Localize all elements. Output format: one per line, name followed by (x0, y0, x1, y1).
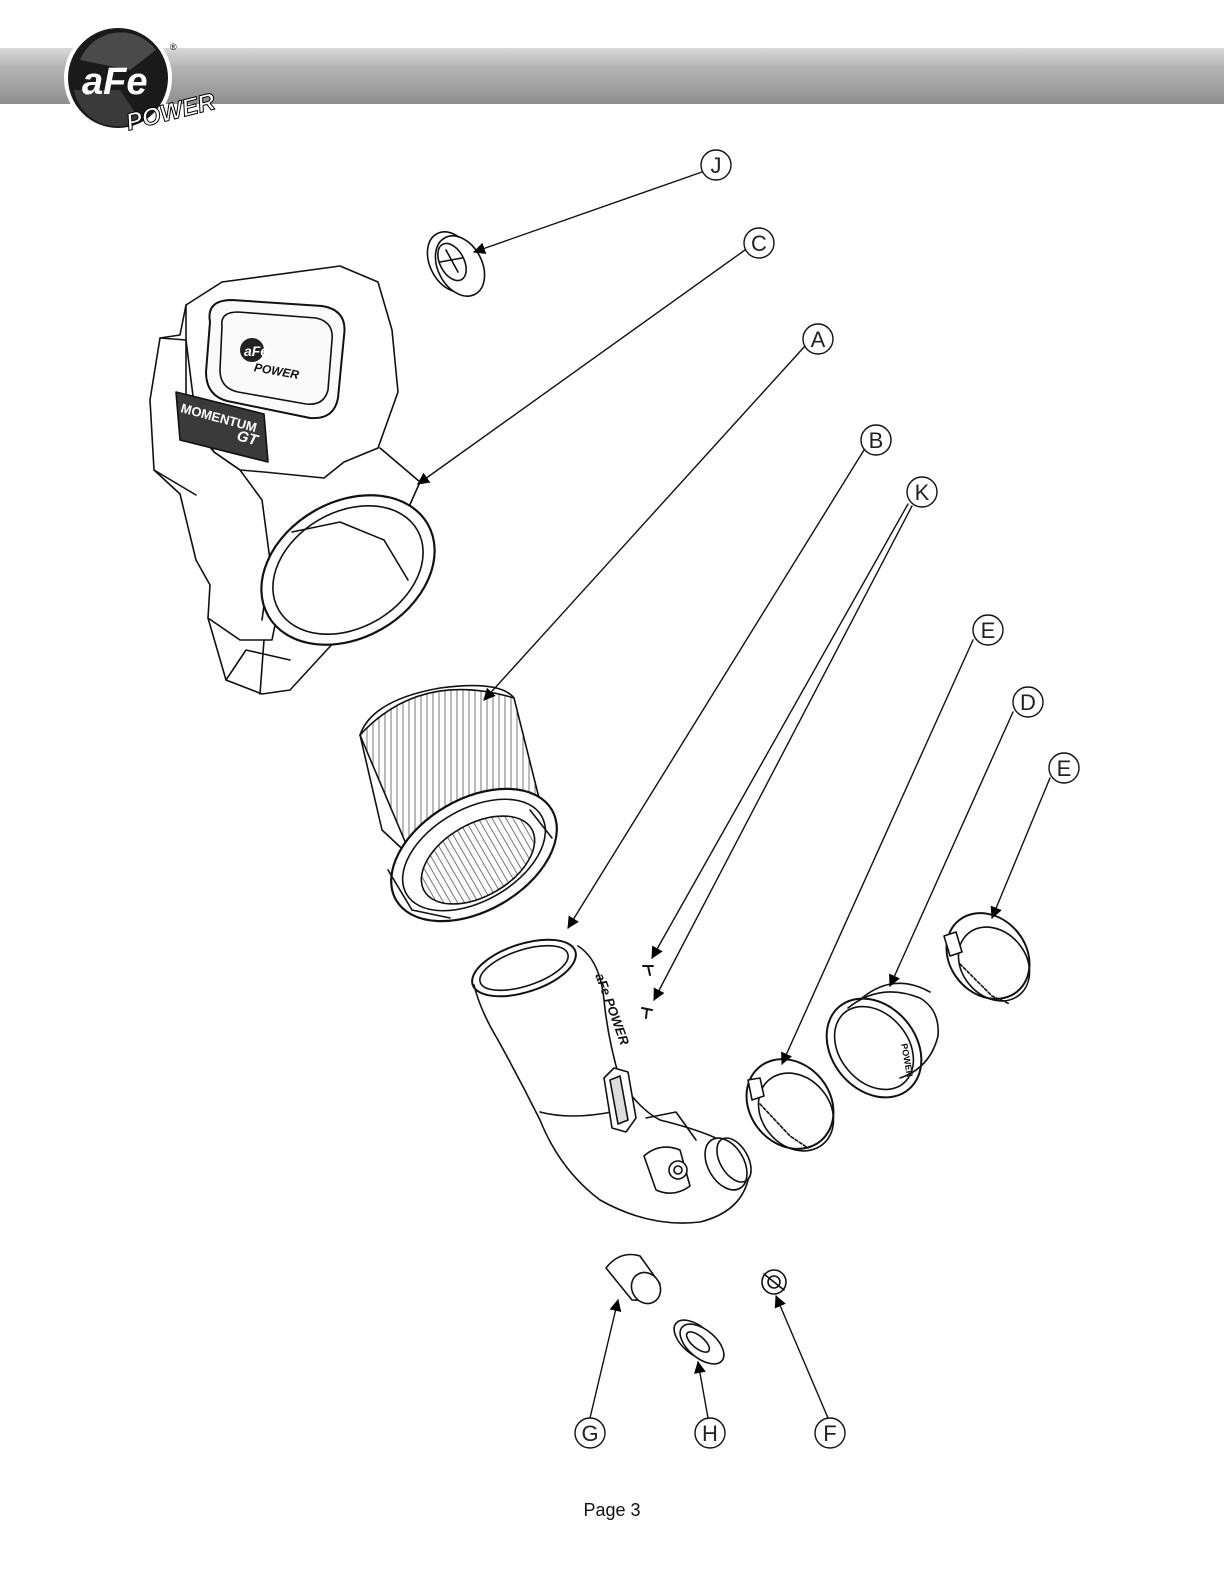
callout-e-lower: E (972, 614, 1004, 646)
svg-text:F: F (823, 1421, 836, 1446)
cover-badge-afe-text: aFe (244, 343, 268, 359)
leader-k-1 (651, 503, 909, 959)
leader-k-2 (653, 505, 913, 1001)
svg-text:E: E (981, 618, 996, 643)
leader-d (889, 711, 1014, 987)
logo-afe-text: aFe (82, 61, 147, 103)
svg-text:J: J (711, 153, 722, 178)
part-g-bushing (605, 1253, 662, 1305)
part-e-hose-clamp-lower (745, 1058, 835, 1152)
callout-g: G (574, 1417, 606, 1449)
part-f-nut (761, 1269, 787, 1295)
callout-h: H (694, 1417, 726, 1449)
leader-g (589, 1299, 622, 1419)
leader-e-upper (990, 777, 1051, 919)
cover-side-gt-text: GT (235, 427, 261, 449)
part-j-plug (426, 231, 486, 297)
callout-f: F (814, 1417, 846, 1449)
callout-a: A (802, 323, 834, 355)
callout-d: D (1012, 686, 1044, 718)
svg-text:B: B (869, 428, 884, 453)
afe-power-logo: aFe POWER ® (64, 24, 219, 137)
part-c-intake-housing: aFe POWER MOMENTUM GT (149, 265, 436, 695)
svg-text:A: A (811, 327, 826, 352)
leader-h (694, 1361, 709, 1419)
part-k-screws (641, 965, 654, 1019)
leader-lines (417, 171, 1051, 1419)
callouts: J C A B K E D E (574, 149, 1080, 1449)
callout-k: K (906, 476, 938, 508)
svg-text:H: H (702, 1421, 718, 1446)
leader-c (417, 249, 746, 485)
leader-b (567, 449, 865, 929)
part-h-grommet (673, 1319, 725, 1365)
part-d-coupler: POWER (825, 982, 939, 1099)
callout-e-upper: E (1048, 752, 1080, 784)
svg-text:D: D (1020, 690, 1036, 715)
leader-a (483, 345, 806, 701)
svg-text:K: K (915, 480, 930, 505)
callout-b: B (860, 424, 892, 456)
svg-text:G: G (581, 1421, 598, 1446)
svg-text:E: E (1057, 756, 1072, 781)
part-b-intake-tube: aFe POWER (471, 938, 752, 1224)
tube-afe-logo-text: aFe POWER (592, 971, 632, 1047)
svg-text:C: C (751, 231, 767, 256)
leader-e-lower (781, 639, 974, 1065)
header-bar (0, 48, 1224, 104)
registered-mark: ® (170, 42, 177, 52)
callout-c: C (743, 227, 775, 259)
leader-f (774, 1295, 829, 1419)
page-number: Page 3 (583, 1500, 641, 1520)
part-e-hose-clamp-upper (943, 912, 1031, 1005)
leader-j (473, 171, 703, 255)
part-a-air-filter (359, 684, 558, 923)
callout-j: J (700, 149, 732, 181)
